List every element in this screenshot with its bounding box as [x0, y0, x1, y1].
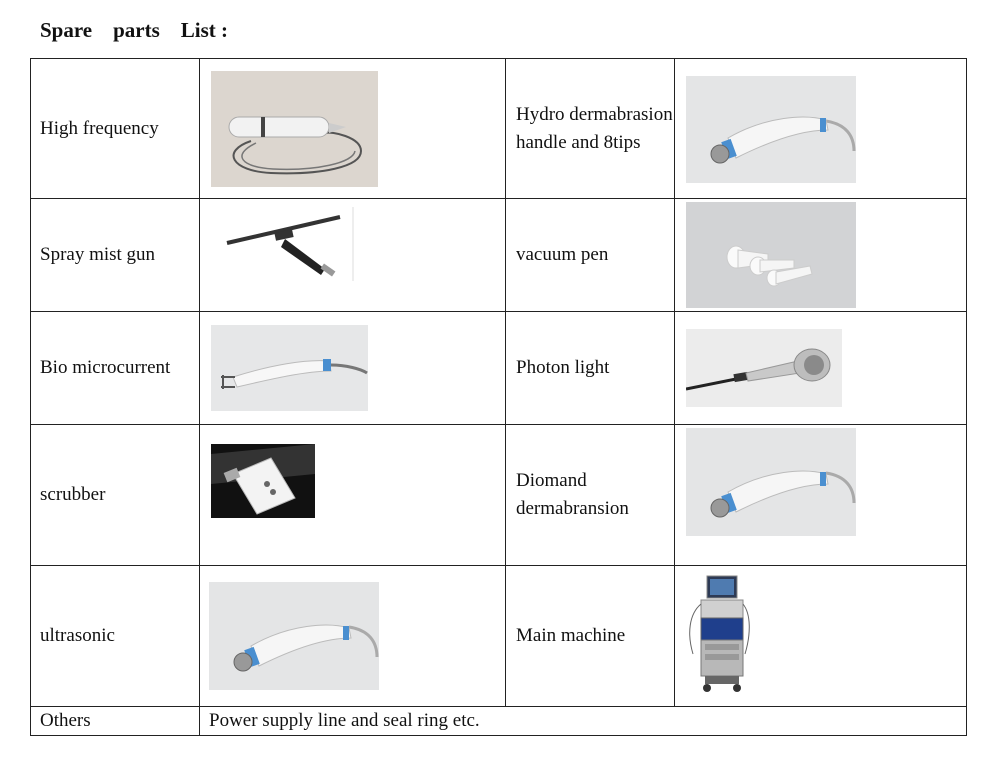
others-value-cell: Power supply line and seal ring etc.: [199, 706, 967, 736]
table-row: Others Power supply line and seal ring e…: [30, 706, 967, 736]
part-name: Photon light: [516, 357, 610, 378]
part-name-cell: Main machine: [505, 565, 675, 707]
part-image-cell: [674, 565, 967, 707]
part-name: Bio microcurrent: [40, 357, 171, 378]
part-image-cell: [674, 198, 967, 312]
others-value: Power supply line and seal ring etc.: [209, 710, 480, 731]
ultrasonic-handle-image: [209, 582, 379, 690]
page-title: Spare parts List :: [40, 18, 229, 42]
spare-parts-table: High frequency Hydro dermabrasion handle…: [30, 58, 967, 736]
others-label: Others: [40, 710, 91, 731]
part-name: Spray mist gun: [40, 244, 156, 265]
part-image-cell: [199, 565, 506, 707]
part-name-cell: Bio microcurrent: [30, 311, 200, 425]
high-frequency-wand-image: [211, 71, 378, 187]
part-name: vacuum pen: [516, 244, 609, 265]
vacuum-pen-tips-image: [686, 202, 856, 308]
part-name-cell: vacuum pen: [505, 198, 675, 312]
part-name: ultrasonic: [40, 625, 115, 646]
part-name: Hydro dermabrasion handle and 8tips: [516, 103, 673, 153]
part-image-cell: [199, 311, 506, 425]
part-image-cell: [674, 424, 967, 566]
others-label-cell: Others: [30, 706, 200, 736]
part-name-cell: ultrasonic: [30, 565, 200, 707]
part-name-cell: Hydro dermabrasion handle and 8tips: [505, 58, 675, 199]
main-machine-image: [683, 574, 753, 698]
table-row: Bio microcurrent Photon light: [30, 311, 967, 425]
part-name: High frequency: [40, 117, 159, 139]
spray-mist-gun-image: [225, 203, 355, 283]
part-image-cell: [199, 58, 506, 199]
part-name-cell: High frequency: [30, 58, 200, 199]
part-name-cell: Spray mist gun: [30, 198, 200, 312]
diamond-dermabrasion-handle-image: [686, 428, 856, 536]
part-name-cell: Photon light: [505, 311, 675, 425]
part-name: Diomand dermabransion: [516, 470, 629, 519]
part-image-cell: [674, 58, 967, 199]
part-name: scrubber: [40, 484, 106, 505]
scrubber-device-image: [211, 444, 315, 518]
table-row: High frequency Hydro dermabrasion handle…: [30, 58, 967, 199]
part-name-cell: scrubber: [30, 424, 200, 566]
bio-microcurrent-handle-image: [211, 325, 368, 411]
table-row: ultrasonic Main machine: [30, 565, 967, 707]
table-row: Spray mist gun vacuum pen: [30, 198, 967, 312]
part-image-cell: [199, 424, 506, 566]
photon-light-handle-image: [686, 329, 842, 407]
part-name: Main machine: [516, 625, 626, 646]
part-name-cell: Diomand dermabransion: [505, 424, 675, 566]
part-image-cell: [199, 198, 506, 312]
table-row: scrubber Diomand dermabransion: [30, 424, 967, 566]
hydro-dermabrasion-handle-image: [686, 76, 856, 183]
part-image-cell: [674, 311, 967, 425]
